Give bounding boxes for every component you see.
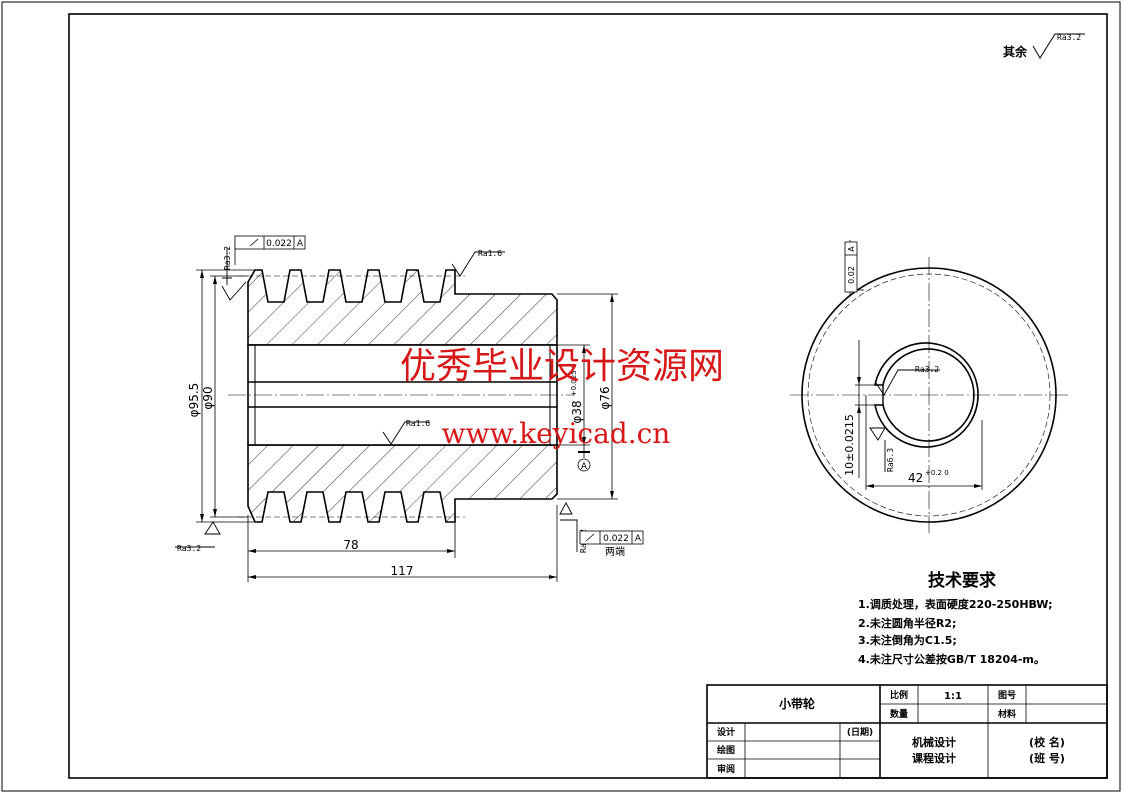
- design-label: 设计: [717, 726, 735, 738]
- tech-item: 3.未注倒角为C1.5;: [858, 633, 957, 647]
- inner-frame: [68, 13, 1108, 779]
- quantity-label: 数量: [890, 708, 908, 720]
- roughness-left-bottom: Ra3.2: [177, 544, 201, 553]
- symmetry-frame: 0.02 A: [844, 241, 858, 293]
- scale-value: 1:1: [944, 691, 962, 702]
- runout-top-value: 0.022: [266, 239, 292, 249]
- roughness-left-top: Ra3.2: [223, 246, 232, 270]
- symmetry-value: 0.02: [847, 266, 856, 284]
- symmetry-datum: A: [847, 246, 856, 252]
- roughness-key-top: Ra3.2: [915, 365, 939, 374]
- runout-top-datum: A: [297, 239, 304, 249]
- material-label: 材料: [997, 708, 1016, 720]
- other-roughness-value: Ra3.2: [1057, 33, 1081, 42]
- dim-key-depth-tolerance: +0.2 0: [925, 469, 949, 477]
- runout-frame-top: 0.022 A: [234, 235, 306, 265]
- dimension-arrows: [200, 270, 614, 579]
- drawing-no-label: 图号: [998, 690, 1016, 701]
- dim-key-width: 10±0.0215: [843, 414, 856, 476]
- tech-title: 技术要求: [928, 570, 996, 591]
- both-ends-note: 两端: [605, 545, 625, 558]
- dim-diameter-38: φ38: [570, 400, 584, 423]
- dim-diameter-76: φ76: [598, 386, 612, 409]
- watermark-url: www.keyicad.cn: [442, 417, 671, 450]
- runout-bottom-datum: A: [635, 534, 642, 544]
- section-view: [228, 269, 575, 523]
- course-line-1: 机械设计: [912, 735, 956, 749]
- roughness-bore-inner: Ra1.6: [406, 419, 430, 428]
- dim-diameter-90: φ90: [201, 386, 215, 409]
- runout-bottom-value: 0.022: [603, 534, 629, 544]
- datum-a-symbol: A: [577, 445, 591, 472]
- part-name: 小带轮: [779, 696, 816, 711]
- dim-key-depth: 42: [908, 471, 923, 485]
- watermark-chinese: 优秀毕业设计资源网: [400, 346, 724, 387]
- drawn-by-label: 绘图: [717, 744, 735, 756]
- date-label: (日期): [847, 726, 873, 738]
- tech-item: 1.调质处理，表面硬度220-250HBW;: [858, 597, 1053, 611]
- section-dimension-lines: [196, 269, 618, 582]
- course-line-2: 课程设计: [912, 751, 956, 765]
- tech-item: 2.未注圆角半径R2;: [858, 616, 956, 630]
- upper-hatched-body: [247, 269, 558, 346]
- end-view-roughness-marks: [869, 369, 940, 472]
- general-roughness: 其余 Ra3.2: [1003, 33, 1085, 59]
- dim-diameter-95: φ95.5: [187, 383, 201, 418]
- lower-hatched-body: [247, 444, 558, 523]
- roughness-groove-top: Ra1.6: [478, 249, 502, 258]
- dim-length-78: 78: [343, 538, 358, 552]
- scale-label: 比例: [890, 689, 908, 701]
- datum-a-label: A: [581, 462, 588, 472]
- runout-frame-bottom: 0.022 A 两端: [579, 530, 644, 558]
- dim-length-117: 117: [391, 564, 414, 578]
- school-name: (校 名): [1029, 735, 1065, 749]
- tech-item: 4.未注尺寸公差按GB/T 18204-m。: [858, 652, 1045, 666]
- end-view: [790, 257, 1068, 533]
- section-roughness-marks: [175, 248, 578, 552]
- roughness-key-side: Ra6.3: [886, 448, 895, 472]
- dim-diameter-38-tolerance: +0.025 0: [570, 364, 578, 397]
- other-prefix-label: 其余: [1003, 44, 1028, 59]
- review-label: 审阅: [717, 763, 735, 775]
- technical-requirements: 技术要求 1.调质处理，表面硬度220-250HBW; 2.未注圆角半径R2; …: [858, 570, 1053, 666]
- class-number: (班 号): [1029, 751, 1065, 765]
- title-block: [706, 684, 1108, 779]
